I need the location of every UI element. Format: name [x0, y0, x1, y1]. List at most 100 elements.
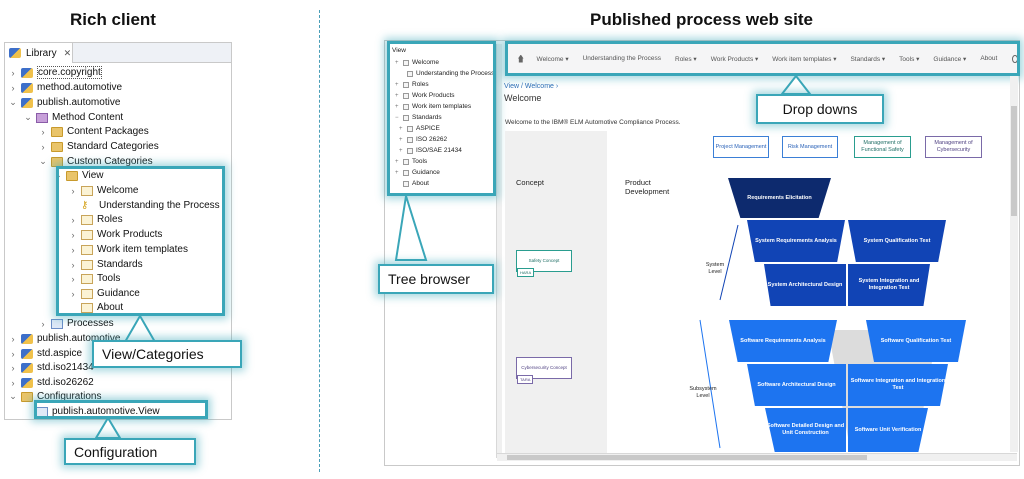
system-architectural-block[interactable]: System Architectural Design — [764, 264, 846, 306]
expand-icon[interactable]: + — [395, 169, 399, 176]
chevron-right-icon[interactable]: › — [71, 259, 75, 270]
library-tree-item[interactable]: ›Work item templates — [68, 242, 188, 257]
chevron-right-icon[interactable]: › — [71, 273, 75, 284]
nav-menu-item[interactable]: Work Products ▾ — [710, 55, 759, 63]
chevron-right-icon[interactable]: › — [11, 82, 15, 93]
cybersecurity-button[interactable]: Management of Cybersecurity — [925, 136, 982, 158]
chevron-down-icon[interactable]: ⌄ — [54, 170, 62, 180]
software-unit-verification-block[interactable]: Software Unit Verification — [848, 408, 928, 452]
system-integration-block[interactable]: System Integration and Integration Test — [848, 264, 930, 306]
software-integration-block[interactable]: Software Integration and Integration Tes… — [848, 364, 948, 406]
breadcrumb[interactable]: View / Welcome › — [504, 83, 559, 90]
site-tree-item[interactable]: +Welcome — [395, 58, 439, 67]
nav-menu-item[interactable]: Standards ▾ — [850, 55, 886, 63]
expand-icon[interactable]: + — [399, 136, 403, 143]
site-tree-item[interactable]: +ISO 26262 — [399, 135, 447, 144]
library-tree-item[interactable]: ›std.iso21434 — [8, 360, 94, 375]
site-tree-item[interactable]: +Guidance — [395, 168, 440, 177]
library-tree-item[interactable]: ›Content Packages — [38, 124, 149, 139]
library-tab[interactable]: Library ✕ — [5, 43, 73, 63]
nav-menu-item[interactable]: Work item templates ▾ — [772, 55, 837, 63]
vertical-scroll-thumb[interactable] — [1011, 106, 1017, 216]
nav-menu-item[interactable]: Welcome ▾ — [536, 55, 569, 63]
site-tree-item[interactable]: Understanding the Process — [399, 69, 494, 78]
site-tree-item[interactable]: −Standards — [395, 113, 442, 122]
site-tree-item[interactable]: +Tools — [395, 157, 427, 166]
software-architectural-block[interactable]: Software Architectural Design — [747, 364, 846, 406]
expand-icon[interactable]: + — [399, 147, 403, 154]
site-tree-item[interactable]: +ASPICE — [399, 124, 440, 133]
search-icon[interactable] — [1012, 54, 1018, 63]
library-tree-item[interactable]: ›Work Products — [68, 227, 163, 242]
nav-menu-item[interactable]: About — [980, 55, 998, 62]
library-tree-item[interactable]: ›std.aspice — [8, 346, 83, 361]
site-tree-item[interactable]: +ISO/SAE 21434 — [399, 146, 462, 155]
functional-safety-button[interactable]: Management of Functional Safety — [854, 136, 911, 158]
library-tree-item[interactable]: About — [68, 300, 123, 315]
expand-icon[interactable]: + — [395, 158, 399, 165]
chevron-right-icon[interactable]: › — [71, 288, 75, 299]
library-tree-item[interactable]: ⚷Understanding the Process — [68, 198, 220, 213]
chevron-right-icon[interactable]: › — [11, 362, 15, 373]
chevron-down-icon[interactable]: ⌄ — [39, 156, 47, 166]
software-requirements-block[interactable]: Software Requirements Analysis — [729, 320, 837, 362]
site-tree-item[interactable]: +Work item templates — [395, 102, 471, 111]
chevron-right-icon[interactable]: › — [71, 229, 75, 240]
page-horizontal-scrollbar[interactable] — [497, 453, 1017, 461]
chevron-down-icon[interactable]: ⌄ — [9, 391, 17, 401]
chevron-right-icon[interactable]: › — [71, 244, 75, 255]
requirements-elicitation-block[interactable]: Requirements Elicitation — [728, 178, 831, 218]
chevron-right-icon[interactable]: › — [11, 377, 15, 388]
system-requirements-block[interactable]: System Requirements Analysis — [747, 220, 845, 262]
home-icon[interactable] — [518, 54, 524, 63]
safety-concept-box[interactable]: Safety Concept — [516, 250, 572, 272]
library-tree-item[interactable]: ›method.automotive — [8, 80, 123, 95]
library-tree-item[interactable]: ⌄Custom Categories — [38, 154, 152, 169]
system-qualification-block[interactable]: System Qualification Test — [848, 220, 946, 262]
horizontal-scroll-thumb[interactable] — [507, 455, 867, 460]
library-tree-item[interactable]: ›Welcome — [68, 183, 139, 198]
library-tree-item[interactable]: ⌄Configurations — [8, 389, 101, 404]
chevron-down-icon[interactable]: ⌄ — [9, 97, 17, 107]
expand-icon[interactable]: − — [395, 114, 399, 121]
library-tree-item[interactable]: ›std.iso26262 — [8, 375, 94, 390]
site-tree-item[interactable]: +Roles — [395, 80, 429, 89]
library-tree-item[interactable]: ›Roles — [68, 212, 123, 227]
close-icon[interactable]: ✕ — [63, 47, 72, 58]
library-tree-item[interactable]: ⌄Method Content — [23, 110, 123, 125]
expand-icon[interactable]: + — [399, 125, 403, 132]
project-management-button[interactable]: Project Management — [713, 136, 769, 158]
expand-icon[interactable]: + — [395, 92, 399, 99]
chevron-right-icon[interactable]: › — [41, 318, 45, 329]
expand-icon[interactable]: + — [395, 59, 399, 66]
nav-menu-item[interactable]: Guidance ▾ — [933, 55, 967, 63]
library-tree-item[interactable]: ›Guidance — [68, 286, 140, 301]
chevron-right-icon[interactable]: › — [11, 67, 15, 78]
tree-scrollbar[interactable] — [496, 44, 502, 458]
library-tree-item[interactable]: ›Tools — [68, 271, 121, 286]
chevron-down-icon[interactable]: ⌄ — [24, 112, 32, 122]
library-tree-item[interactable]: ›core.copyright — [8, 65, 102, 80]
chevron-right-icon[interactable]: › — [71, 185, 75, 196]
library-tree-item[interactable]: ›publish.automotive — [8, 331, 121, 346]
library-tree-item[interactable]: ›Processes — [38, 316, 114, 331]
library-tree-item[interactable]: ⌄View — [53, 168, 103, 183]
library-tree-item[interactable]: ›Standards — [68, 257, 143, 272]
chevron-right-icon[interactable]: › — [11, 333, 15, 344]
risk-management-button[interactable]: Risk Management — [782, 136, 838, 158]
nav-menu-item[interactable]: Tools ▾ — [899, 55, 920, 63]
software-qualification-block[interactable]: Software Qualification Test — [866, 320, 966, 362]
site-tree-item[interactable]: +Work Products — [395, 91, 455, 100]
chevron-right-icon[interactable]: › — [41, 126, 45, 137]
nav-menu-item[interactable]: Understanding the Process — [582, 55, 661, 62]
software-detailed-design-block[interactable]: Software Detailed Design and Unit Constr… — [765, 408, 846, 452]
expand-icon[interactable]: + — [395, 103, 399, 110]
chevron-right-icon[interactable]: › — [11, 348, 15, 359]
library-tree-item[interactable]: ›Standard Categories — [38, 139, 159, 154]
site-tree-item[interactable]: About — [395, 179, 429, 188]
expand-icon[interactable]: + — [395, 81, 399, 88]
page-vertical-scrollbar[interactable] — [1010, 76, 1018, 452]
chevron-right-icon[interactable]: › — [71, 214, 75, 225]
library-tree-item[interactable]: ⌄publish.automotive — [8, 95, 120, 110]
cybersecurity-concept-box[interactable]: Cybersecurity Concept — [516, 357, 572, 379]
